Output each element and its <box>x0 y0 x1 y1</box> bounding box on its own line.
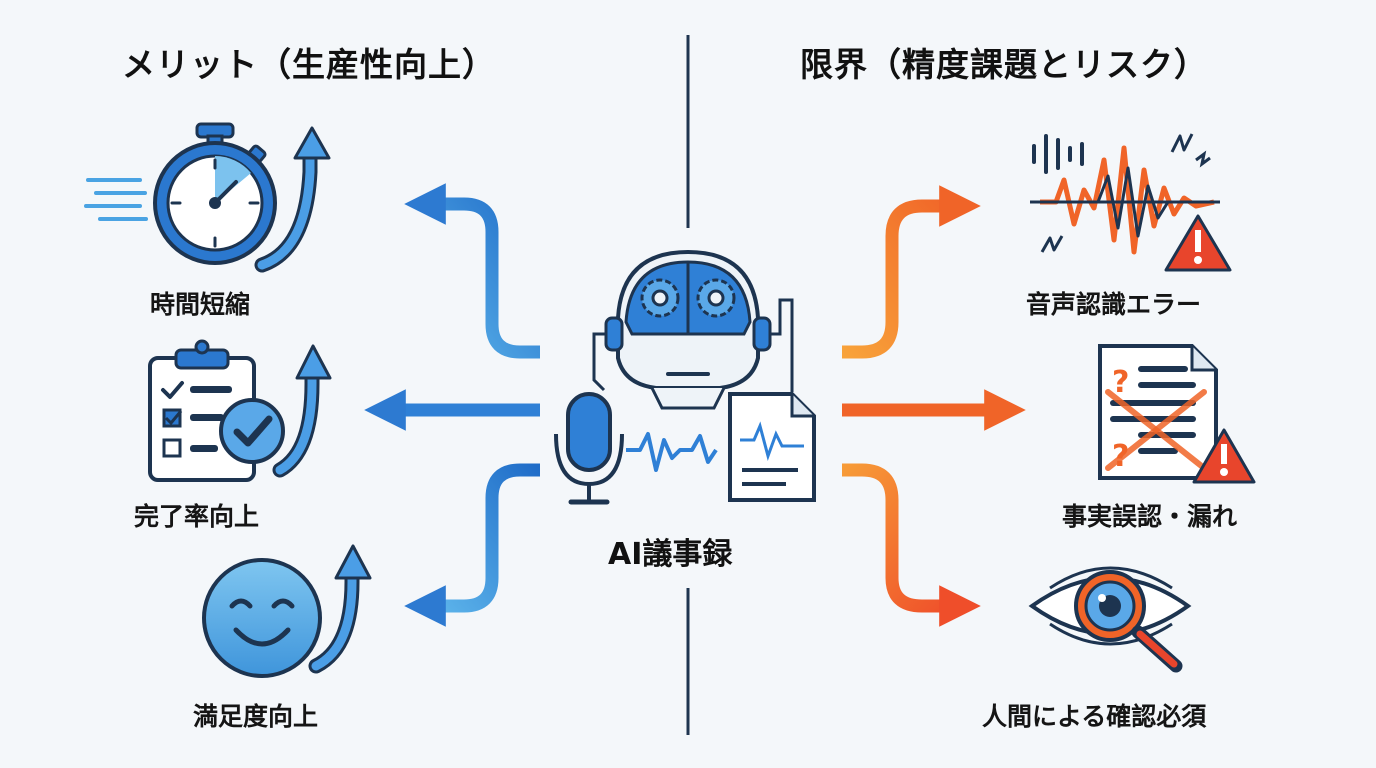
benefit-arrows <box>364 183 540 627</box>
benefit-label-completion-rate: 完了率向上 <box>134 502 260 531</box>
limit-label-human-check: 人間による確認必須 <box>982 702 1207 731</box>
svg-text:?: ? <box>1112 365 1129 400</box>
arrow-to-satisfaction <box>404 463 540 627</box>
arrow-to-speech-error <box>842 185 981 359</box>
limits-heading: 限界（精度課題とリスク） <box>800 45 1208 84</box>
limit-label-factual-errors: 事実誤認・漏れ <box>1062 502 1238 531</box>
stopwatch-icon <box>84 122 331 273</box>
limit-label-speech-error: 音声認識エラー <box>1026 290 1202 319</box>
smiley-icon <box>202 544 372 678</box>
ai-minutes-icon <box>554 249 816 505</box>
arrow-to-time-saving <box>404 183 540 359</box>
benefit-label-time-saving: 時間短縮 <box>150 290 251 319</box>
crossed-document-icon: ? ? <box>1098 344 1256 484</box>
arrow-to-human-check <box>842 463 981 627</box>
eye-magnifier-icon <box>1028 566 1192 673</box>
limit-arrows <box>842 185 1026 627</box>
benefits-heading: メリット（生産性向上） <box>122 45 496 84</box>
noisy-waveform-icon <box>1030 133 1232 272</box>
benefit-label-satisfaction: 満足度向上 <box>193 702 319 731</box>
center-label: AI議事録 <box>608 537 733 572</box>
checklist-icon <box>148 339 332 482</box>
